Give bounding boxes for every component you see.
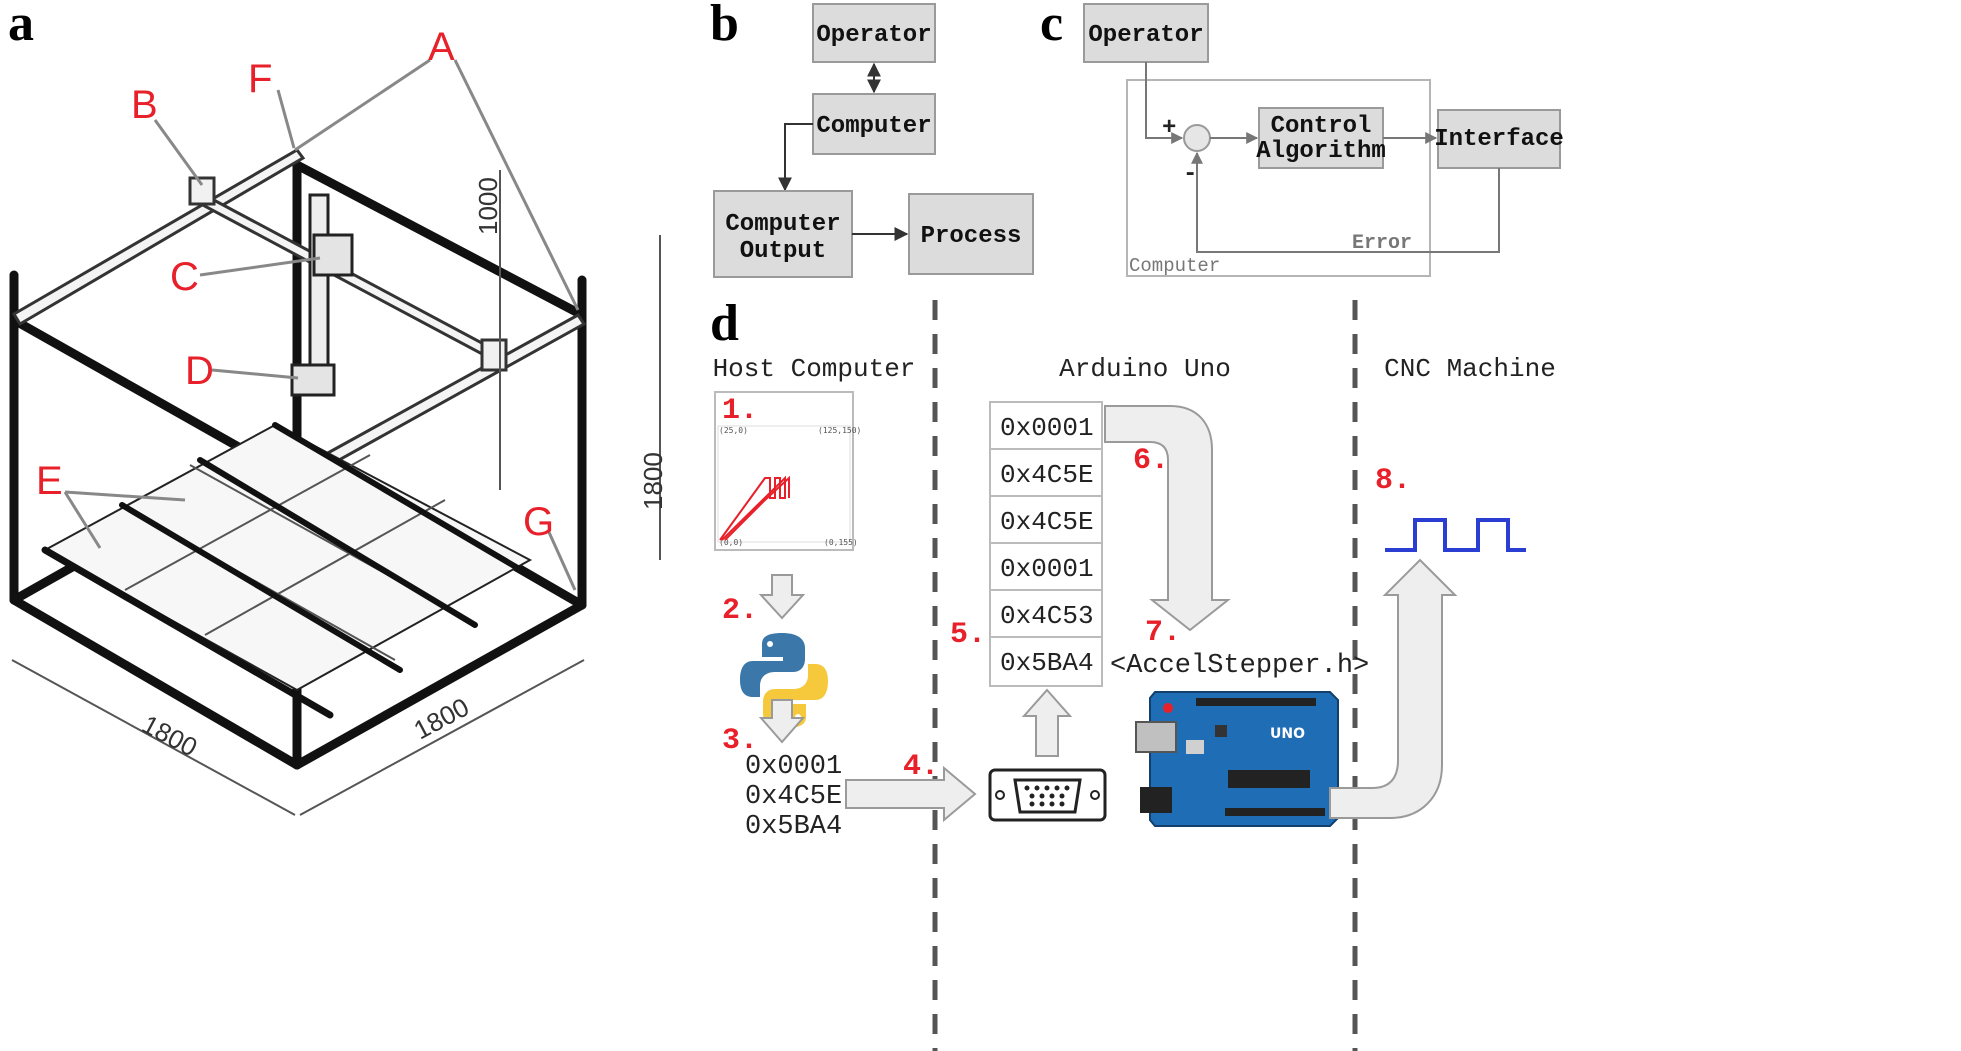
dim-z-label: 1000 [473, 177, 503, 235]
box-process-label: Process [921, 223, 1022, 250]
step-7: 7. [1145, 616, 1181, 650]
buffer-stack: 0x0001 0x4C5E 0x4C5E 0x0001 0x4C53 0x5BA… [989, 401, 1103, 687]
arduino-board-icon: UNO [1135, 691, 1339, 827]
box-control-line1: Control [1271, 113, 1372, 140]
plot-label-bottom-right: (0,155) [824, 538, 858, 547]
step-pulse-signal [1385, 518, 1526, 552]
gantry-carriage-left [188, 176, 216, 206]
box-computer-output [713, 190, 853, 278]
sum-plus: + [1162, 115, 1176, 142]
box-computer-output-line2: Output [740, 238, 826, 265]
buffer-cell-6: 0x5BA4 [1000, 648, 1094, 678]
box-computer-output-line1: Computer [725, 211, 840, 238]
panel-b-letter: b [710, 0, 739, 52]
callout-E: E [36, 459, 63, 503]
callout-F: F [248, 57, 272, 101]
plot-label-top-left: (25,0) [719, 426, 748, 435]
arrow-board-cnc [1329, 558, 1458, 819]
panel-c: c Computer Operator + - Control Algorith… [1040, 0, 1564, 277]
panel-a-letter: a [8, 0, 34, 52]
step-4: 4. [903, 750, 939, 784]
buffer-cell-3: 0x4C5E [1000, 507, 1094, 537]
computer-boundary [1126, 79, 1431, 277]
buffer-cell-4: 0x0001 [1000, 554, 1094, 584]
box-control-line2: Algorithm [1256, 138, 1386, 165]
host-code-3: 0x5BA4 [745, 812, 842, 842]
callout-B: B [131, 83, 158, 127]
box-computer [812, 93, 936, 155]
dim-width-label: 1800 [137, 709, 202, 763]
arduino-uno-header: Arduino Uno [1059, 354, 1231, 384]
arrow-host-serial [845, 765, 977, 823]
arrow-operator-sum [1145, 62, 1184, 144]
buffer-cell-2: 0x4C5E [1000, 460, 1094, 490]
host-code-1: 0x0001 [745, 752, 842, 782]
host-computer-header: Host Computer [713, 354, 916, 384]
cnc-machine-header: CNC Machine [1384, 354, 1556, 384]
buffer-cell-5: 0x4C53 [1000, 601, 1094, 631]
cnc-frame-drawing: 1800 1800 1800 1000 [9, 148, 668, 816]
step-8: 8. [1375, 464, 1411, 498]
arrow-serial-buffer [1021, 688, 1073, 757]
box-control-algorithm [1258, 107, 1384, 169]
plot-area [717, 425, 851, 543]
callout-C: C [170, 255, 199, 299]
sum-minus: - [1183, 161, 1197, 188]
tool-head [290, 363, 336, 397]
arrow-buffer-library [1104, 405, 1231, 632]
feedback-loop [1191, 151, 1500, 253]
accelstepper-library: <AccelStepper.h> [1110, 651, 1369, 681]
arrow-computer-output [778, 123, 813, 192]
box-computer-label: Computer [816, 113, 931, 140]
callout-A: A [428, 25, 455, 69]
panel-a: a [8, 0, 668, 816]
box-interface-label: Interface [1434, 126, 1564, 153]
panel-c-letter: c [1040, 0, 1063, 52]
panel-d-letter: d [710, 295, 739, 352]
buffer-cell-1: 0x0001 [1000, 413, 1094, 443]
box-operator [812, 3, 936, 63]
plot-label-bottom-left: (0,0) [719, 538, 743, 547]
host-code-2: 0x4C5E [745, 782, 842, 812]
dim-line-width [11, 659, 296, 816]
step-2: 2. [722, 594, 758, 628]
rail-A-right [294, 313, 587, 483]
top-right-beam [292, 160, 587, 320]
step-1: 1. [722, 394, 758, 428]
box-operator-c [1083, 3, 1209, 63]
error-label: Error [1352, 232, 1412, 255]
callout-leaders [63, 58, 580, 591]
z-axis-column [308, 193, 330, 387]
gantry-carriage-right [480, 338, 508, 372]
panel-b: b Operator Computer Computer Output Proc… [710, 0, 1034, 278]
toolpath-trace [719, 475, 790, 541]
callout-G: G [523, 500, 554, 544]
dim-height-label: 1800 [638, 452, 668, 510]
board-uno-label: UNO [1270, 726, 1305, 742]
step-6: 6. [1133, 444, 1169, 478]
box-operator-label: Operator [816, 22, 931, 49]
box-operator-c-label: Operator [1088, 22, 1203, 49]
dim-line-depth [299, 659, 585, 816]
computer-boundary-label: Computer [1129, 255, 1220, 277]
bottom-front-right-beam [292, 600, 587, 770]
box-process [908, 193, 1034, 275]
bottom-front-left-beam [9, 595, 302, 770]
summing-junction [1183, 124, 1211, 152]
arrow-step1-step2 [758, 574, 806, 620]
serial-port-icon [988, 768, 1107, 822]
bed-plates [41, 422, 558, 719]
step-5: 5. [950, 618, 986, 652]
arrow-step2-step3 [758, 699, 806, 744]
panel-d: d Host Computer Arduino Uno CNC Machine … [710, 295, 1556, 1051]
z-carriage [312, 233, 354, 277]
step-3: 3. [722, 724, 758, 758]
callout-D: D [185, 349, 214, 393]
plot-label-top-right: (125,150) [818, 426, 861, 435]
